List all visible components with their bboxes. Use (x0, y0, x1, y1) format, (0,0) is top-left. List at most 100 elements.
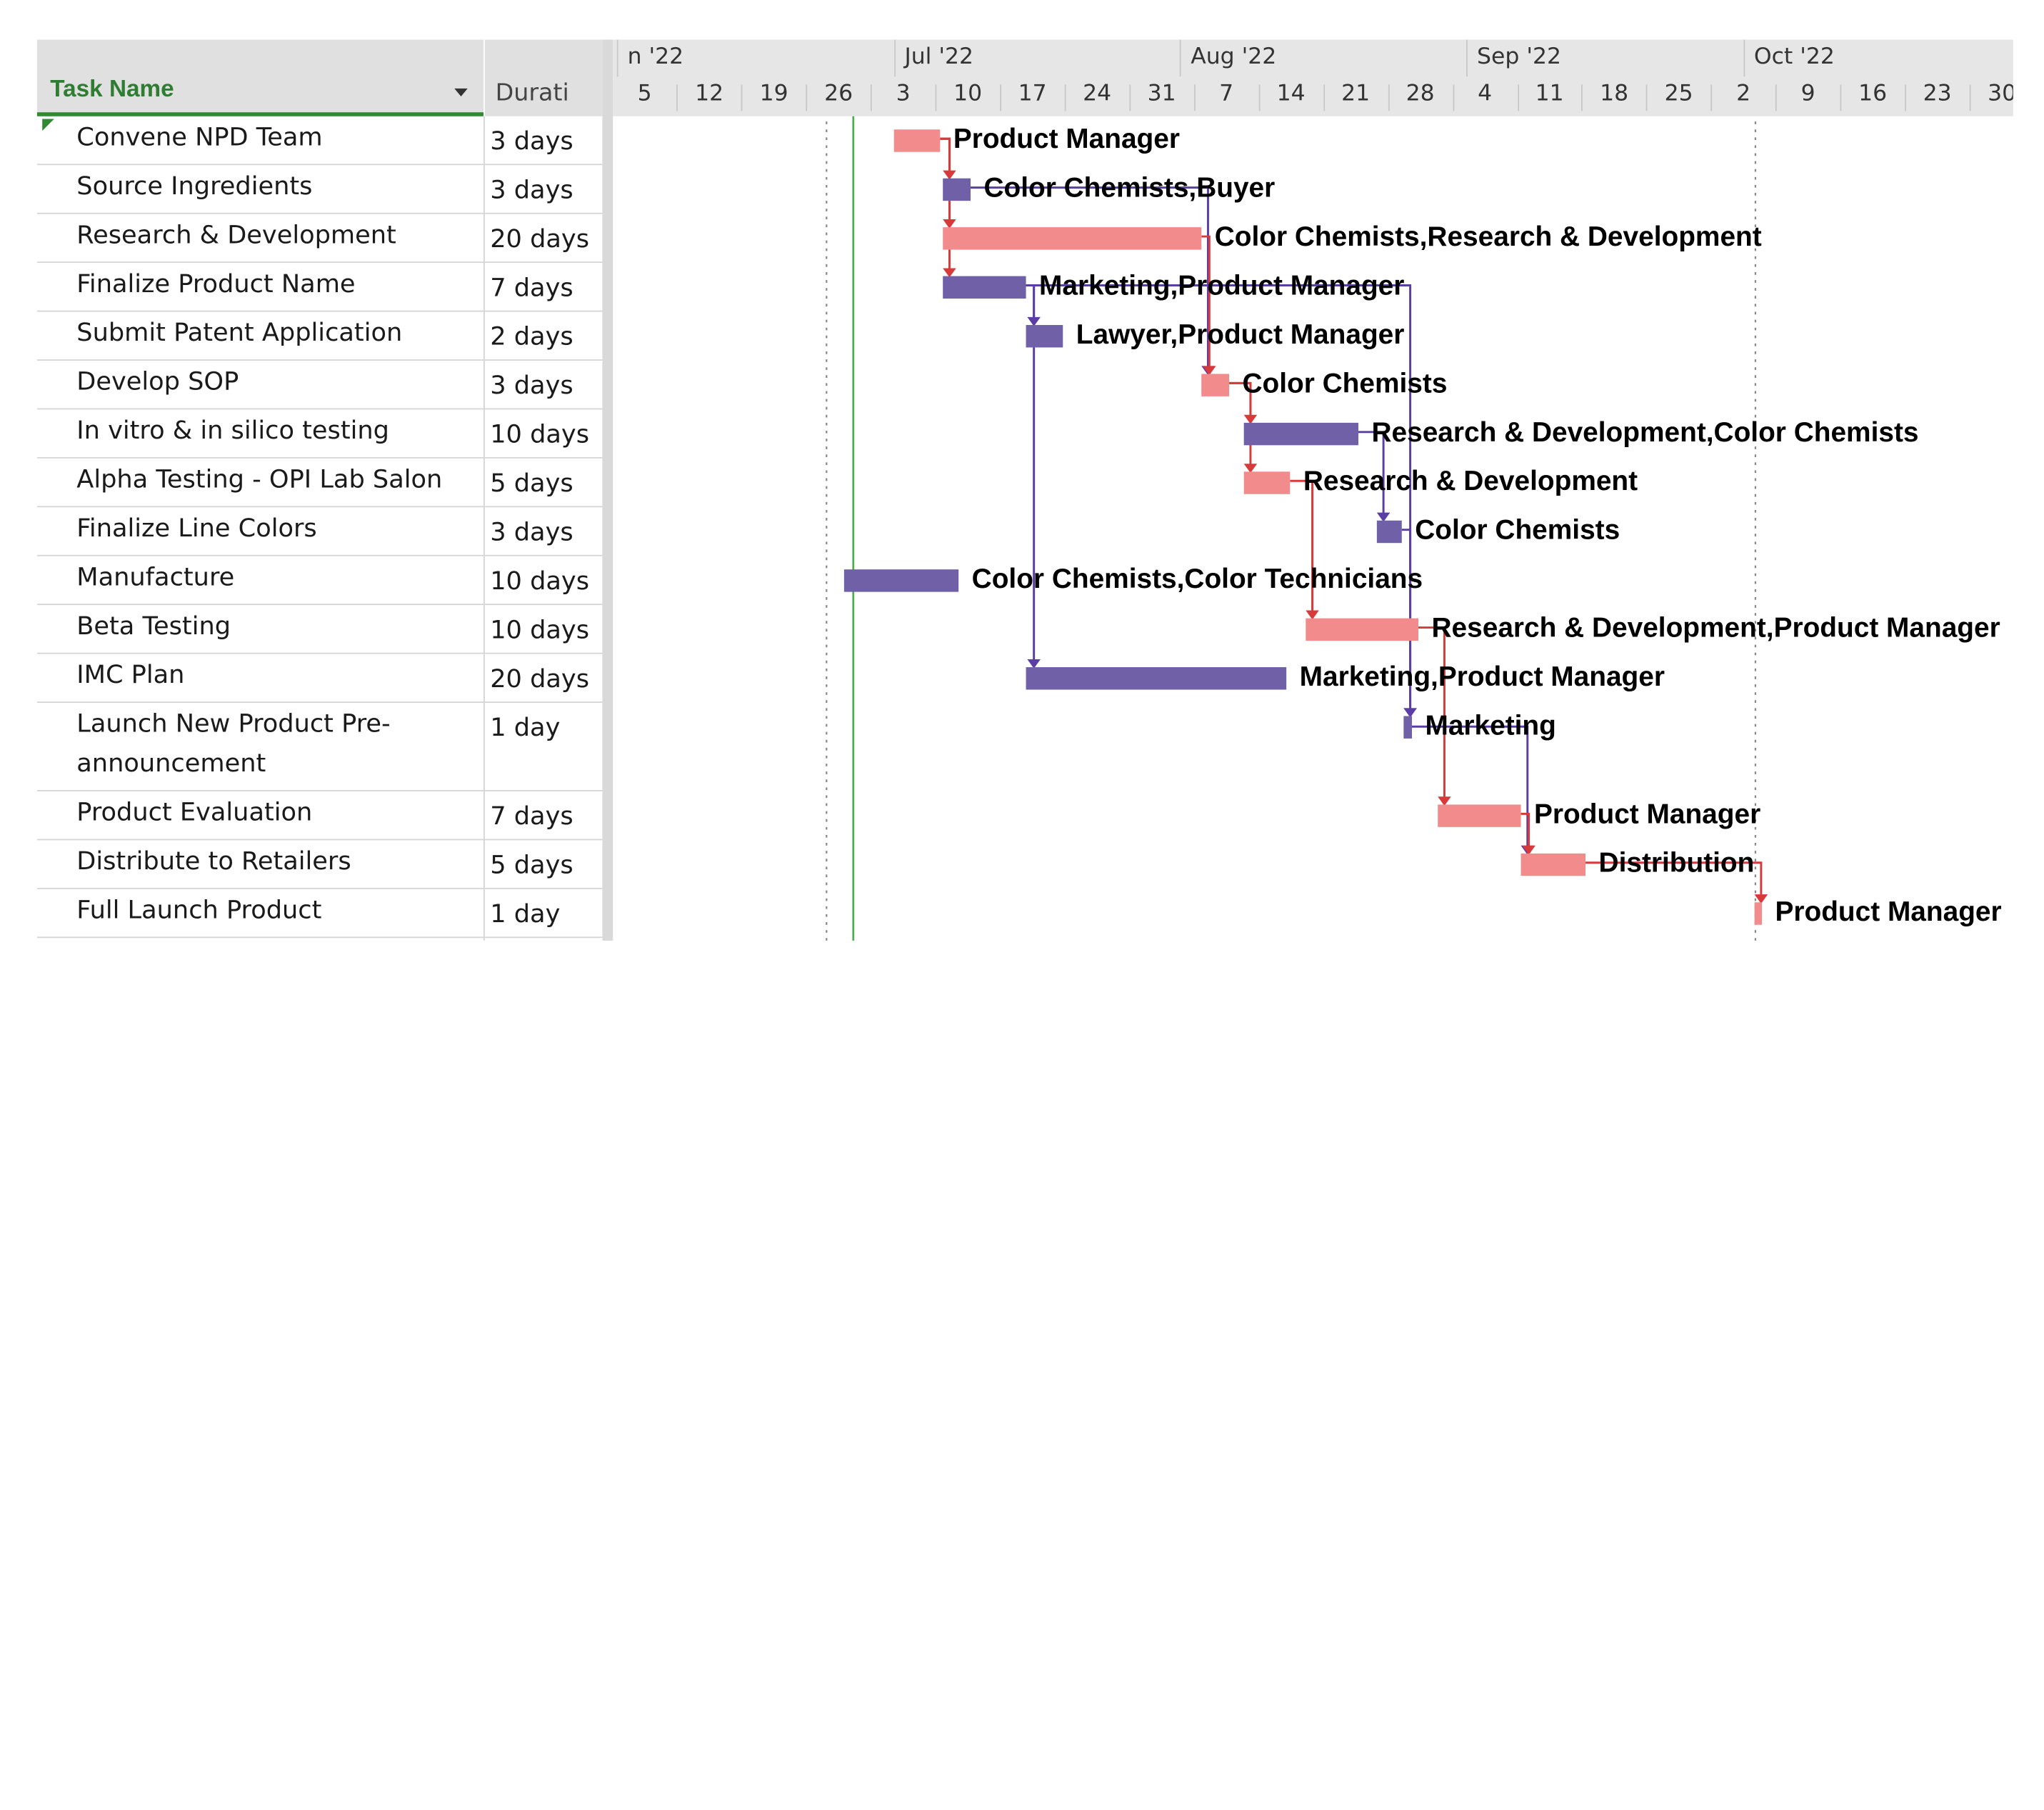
timescale-week-divider (1452, 84, 1454, 111)
task-name-cell[interactable]: Finalize Line Colors (76, 514, 317, 544)
timescale-week-divider (1388, 84, 1390, 111)
task-bar (943, 276, 1026, 299)
duration-cell[interactable]: 7 days (490, 801, 573, 831)
column-header-duration[interactable]: Durati (484, 39, 603, 116)
timescale-week-divider (871, 84, 873, 111)
duration-cell[interactable]: 1 day (490, 713, 561, 743)
duration-cell[interactable]: 1 day (490, 899, 561, 929)
table-row[interactable]: Source Ingredients 3 days (36, 165, 603, 214)
timescale-week-label: 12 (695, 80, 724, 107)
table-row[interactable]: In vitro & in silico testing 10 days (36, 409, 603, 459)
table-row[interactable]: Develop SOP 3 days (36, 361, 603, 410)
task-name-cell[interactable]: In vitro & in silico testing (76, 416, 389, 446)
task-name-cell[interactable]: Develop SOP (76, 367, 239, 396)
timescale-week-divider (1000, 84, 1002, 111)
dependency-link (1358, 431, 1385, 517)
timescale-week-divider (1193, 84, 1196, 111)
duration-cell[interactable]: 20 days (490, 664, 590, 694)
table-row[interactable]: Research & Development 20 days (36, 214, 603, 264)
duration-cell[interactable]: 3 days (490, 371, 573, 401)
dependency-link (970, 186, 1209, 370)
dependency-link (1521, 812, 1531, 850)
task-bar (1201, 374, 1229, 396)
timescale-month-label: Oct '22 (1753, 44, 1835, 71)
task-name-cell[interactable]: Alpha Testing - OPI Lab Salon (76, 465, 443, 494)
duration-cell[interactable]: 3 days (490, 175, 573, 205)
task-name-cell[interactable]: Manufacture (76, 562, 235, 592)
task-bar (1243, 471, 1291, 494)
duration-cell[interactable]: 2 days (490, 322, 573, 351)
timescale-week-divider (935, 84, 937, 111)
table-row[interactable]: Alpha Testing - OPI Lab Salon 5 days (36, 459, 603, 508)
timescale-month-divider (893, 39, 896, 77)
table-row[interactable]: Full Launch Product 1 day (36, 889, 603, 939)
timescale-week-label: 24 (1083, 80, 1112, 107)
timescale-week-label: 3 (896, 80, 911, 107)
table-row[interactable]: Manufacture 10 days (36, 556, 603, 606)
table-row[interactable]: Finalize Product Name 7 days (36, 263, 603, 312)
resource-label: Research & Development,Product Manager (1432, 613, 2000, 644)
timescale-month-label: n '22 (627, 44, 684, 71)
table-row[interactable]: Product Evaluation 7 days (36, 791, 603, 841)
timescale-week-divider (1905, 84, 1907, 111)
task-bar (1403, 716, 1412, 739)
filter-dropdown-icon[interactable] (454, 88, 468, 97)
resource-label: Product Manager (1775, 896, 2001, 927)
timescale-week-divider (1129, 84, 1131, 111)
timescale-week-label: 26 (824, 80, 853, 107)
task-name-cell[interactable]: Distribute to Retailers (76, 846, 351, 876)
column-header-task-name[interactable]: Task Name (36, 39, 484, 116)
dependency-arrow-icon (1376, 512, 1391, 522)
table-row[interactable]: Launch New Product Pre-announcement 1 day (36, 703, 603, 791)
view-splitter[interactable] (602, 39, 613, 941)
task-name-cell[interactable]: IMC Plan (76, 660, 185, 690)
task-bar (943, 227, 1202, 250)
task-name-cell[interactable]: Finalize Product Name (76, 269, 356, 299)
table-row[interactable]: IMC Plan 20 days (36, 654, 603, 703)
duration-cell[interactable]: 3 days (490, 518, 573, 547)
task-bar (1026, 325, 1063, 348)
duration-cell[interactable]: 20 days (490, 224, 590, 254)
duration-header-label: Durati (495, 79, 569, 107)
dependency-arrow-icon (1754, 894, 1768, 904)
duration-cell[interactable]: 3 days (490, 126, 573, 156)
timescale-month-divider (1743, 39, 1745, 77)
task-name-cell[interactable]: Submit Patent Application (76, 318, 403, 348)
dependency-arrow-icon (943, 268, 956, 278)
timescale-month-divider (1466, 39, 1468, 77)
resource-label: Color Chemists (1242, 368, 1447, 399)
duration-cell[interactable]: 5 days (490, 851, 573, 880)
table-row[interactable]: Finalize Line Colors 3 days (36, 507, 603, 556)
duration-cell[interactable]: 10 days (490, 566, 590, 596)
timescale-week-label: 31 (1147, 80, 1176, 107)
timescale-week-label: 10 (953, 80, 983, 107)
task-name-cell[interactable]: Convene NPD Team (76, 123, 323, 152)
duration-cell[interactable]: 10 days (490, 420, 590, 449)
timescale-week-divider (1646, 84, 1648, 111)
task-name-cell[interactable]: Launch New Product Pre-announcement (76, 709, 391, 779)
timescale-month-label: Jul '22 (904, 44, 974, 71)
table-row[interactable]: Submit Patent Application 2 days (36, 312, 603, 361)
timescale-week-divider (676, 84, 678, 111)
timescale-week-divider (1064, 84, 1066, 111)
task-name-cell[interactable]: Beta Testing (76, 611, 231, 641)
duration-cell[interactable]: 7 days (490, 273, 573, 303)
dependency-link (1411, 725, 1529, 850)
table-row[interactable]: Beta Testing 10 days (36, 605, 603, 654)
timescale-week-divider (1775, 84, 1778, 111)
duration-cell[interactable]: 5 days (490, 469, 573, 499)
timescale-week-divider (1969, 84, 1971, 111)
task-name-cell[interactable]: Research & Development (76, 220, 396, 250)
task-name-cell[interactable]: Product Evaluation (76, 798, 313, 827)
task-name-cell[interactable]: Full Launch Product (76, 896, 322, 925)
table-row[interactable]: Convene NPD Team 3 days (36, 116, 603, 166)
duration-cell[interactable]: 10 days (490, 615, 590, 645)
task-name-cell[interactable]: Source Ingredients (76, 171, 313, 201)
task-name-header-label: Task Name (50, 75, 174, 102)
resource-label: Product Manager (1534, 799, 1760, 829)
dependency-arrow-icon (1243, 464, 1258, 474)
dependency-link (1026, 284, 1036, 321)
timescale-week-label: 30 (1988, 80, 2013, 107)
table-row[interactable]: Distribute to Retailers 5 days (36, 840, 603, 889)
dependency-arrow-icon (1438, 796, 1451, 806)
